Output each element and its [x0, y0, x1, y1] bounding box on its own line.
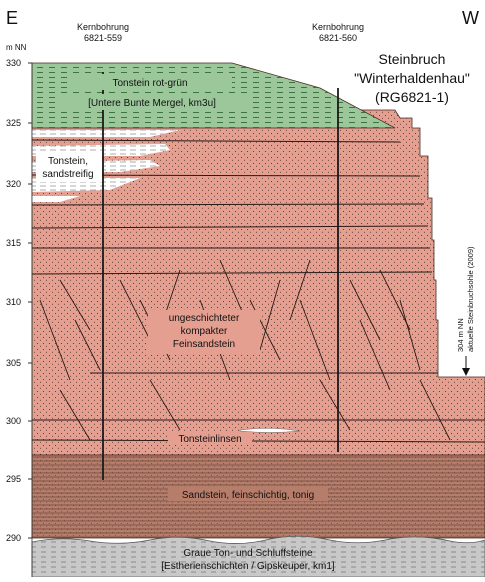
upper-line1: Tonstein rot-grün [112, 78, 187, 89]
axis-tick-330: 330 [6, 58, 21, 68]
base-line1: Graue Ton- und Schluffsteine [183, 548, 313, 559]
axis-tick-315: 315 [6, 238, 21, 248]
laminated-line1: Sandstein, feinschichtig, tonig [182, 490, 314, 501]
orientation-west: W [462, 8, 479, 28]
base-line2: [Estherienschichten / Gipskeuper, km1] [161, 561, 335, 572]
unit-label-laminated: Sandstein, feinschichtig, tonig [168, 487, 328, 501]
orientation-east: E [6, 8, 18, 28]
unit-label-lenses: Tonsteinlinsen [168, 432, 252, 445]
floor-note-line2: 304 m NN [456, 318, 465, 352]
floor-note-line1: aktuelle Steinbruchsohle (2009) [466, 246, 475, 352]
claystone-lens [239, 428, 301, 433]
quarry-floor-note: aktuelle Steinbruchsohle (2009) 304 m NN [456, 246, 475, 376]
massive-line1: ungeschichteter [169, 313, 240, 324]
quarry-code: (RG6821-1) [375, 89, 449, 105]
sandy-line2: sandstreifig [42, 169, 93, 180]
axis-tick-290: 290 [6, 533, 21, 543]
axis-tick-305: 305 [6, 358, 21, 368]
axis-unit-label: m NN [6, 43, 27, 52]
sandy-line1: Tonstein, [48, 156, 88, 167]
unit-label-upper: Tonstein rot-grün [Untere Bunte Mergel, … [58, 74, 248, 110]
borehole-1-label: Kernbohrung [77, 22, 129, 32]
elevation-axis: m NN 330 325 320 315 310 305 300 295 290 [6, 43, 33, 577]
massive-line2: kompakter [181, 326, 228, 337]
axis-tick-320: 320 [6, 179, 21, 189]
upper-line2: [Untere Bunte Mergel, km3u] [88, 98, 216, 109]
axis-tick-310: 310 [6, 297, 21, 307]
borehole-2-label: Kernbohrung [312, 22, 364, 32]
quarry-name: Steinbruch [379, 51, 446, 67]
axis-tick-325: 325 [6, 118, 21, 128]
unit-label-massive: ungeschichteter kompakter Feinsandstein [148, 310, 260, 354]
axis-tick-295: 295 [6, 474, 21, 484]
borehole-1-id: 6821-559 [84, 33, 122, 43]
unit-label-sandy: Tonstein, sandstreifig [36, 152, 102, 182]
axis-tick-300: 300 [6, 416, 21, 426]
unit-label-base: Graue Ton- und Schluffsteine [Estheriens… [161, 548, 335, 572]
quarry-name-2: "Winterhaldenhau" [354, 70, 470, 86]
lenses-line1: Tonsteinlinsen [178, 434, 241, 445]
borehole-2-id: 6821-560 [319, 33, 357, 43]
massive-line3: Feinsandstein [173, 339, 235, 350]
